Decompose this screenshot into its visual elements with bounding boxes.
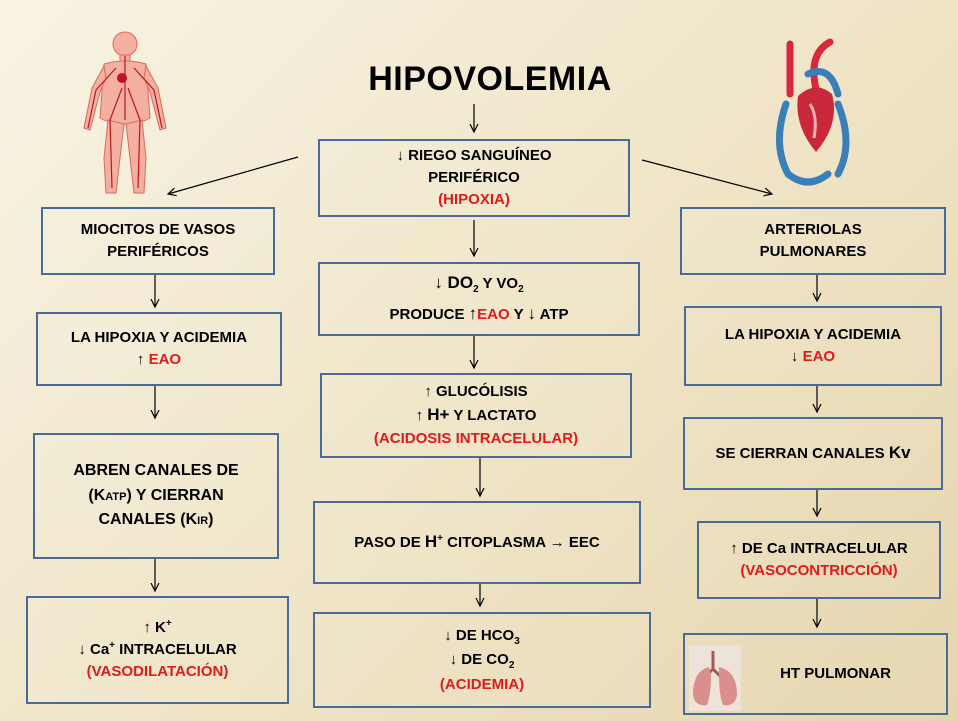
human-body-icon [83, 31, 167, 194]
diagram-title: HIPOVOLEMIA [368, 60, 612, 98]
center-box-riego: ↓ RIEGO SANGUÍNEO PERIFÉRICO (HIPOXIA) [318, 139, 630, 217]
left-box-hipoxia: LA HIPOXIA Y ACIDEMIA ↑ EAO [36, 312, 282, 386]
center-box-glucolisis: ↑ GLUCÓLISIS ↑ H+ Y LACTATO (ACIDOSIS IN… [320, 373, 632, 458]
left-box-vasodilatacion: ↑ K+ ↓ Ca+ INTRACELULAR (VASODILATACIÓN) [26, 596, 289, 704]
left-box-canales: ABREN CANALES DE (KATP) Y CIERRAN CANALE… [33, 433, 279, 559]
right-box-kv: SE CIERRAN CANALES Kv [683, 417, 943, 490]
center-box-hco3: ↓ DE HCO3 ↓ DE CO2 (ACIDEMIA) [313, 612, 651, 708]
right-box-arteriolas: ARTERIOLAS PULMONARES [680, 207, 946, 275]
lungs-icon [689, 645, 741, 711]
right-box-ht-pulmonar: HT PULMONAR [683, 633, 948, 715]
right-box-vasocontriccion: ↑ DE Ca INTRACELULAR (VASOCONTRICCIÓN) [697, 521, 941, 599]
center-box-do2: ↓ DO2 Y VO2 PRODUCE ↑EAO Y ↓ ATP [318, 262, 640, 336]
center-box-paso: PASO DE H+ CITOPLASMA → EEC [313, 501, 641, 584]
heart-icon [775, 38, 850, 186]
right-box-hipoxia: LA HIPOXIA Y ACIDEMIA ↓ EAO [684, 306, 942, 386]
left-box-miocitos: MIOCITOS DE VASOS PERIFÉRICOS [41, 207, 275, 275]
